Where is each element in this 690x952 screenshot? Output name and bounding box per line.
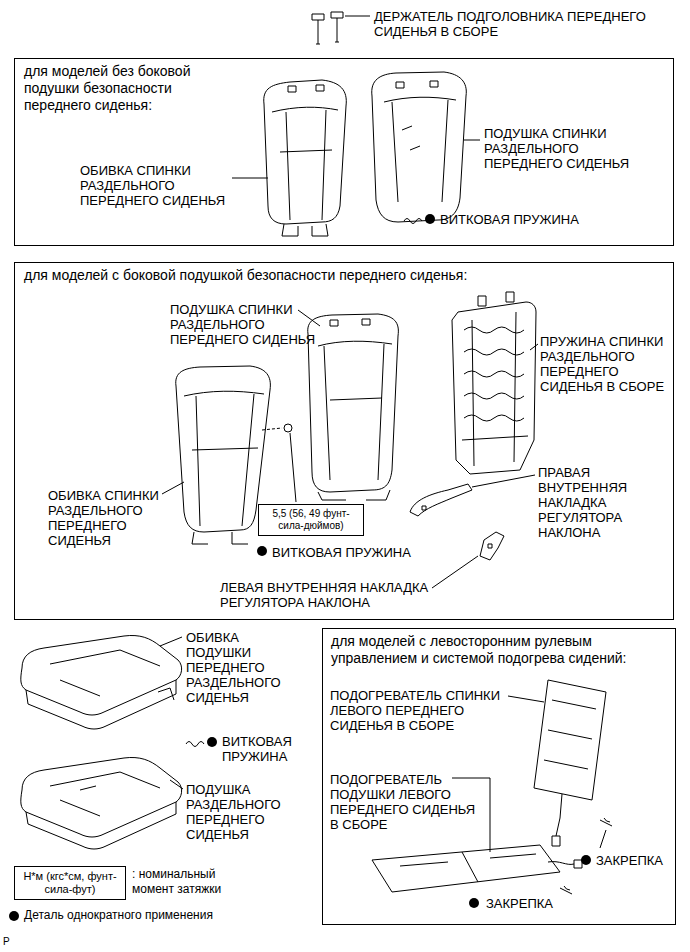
part-name: ПОДУШКА СПИНКИ РАЗДЕЛЬНОГО ПЕРЕДНЕГО СИД… xyxy=(484,126,644,171)
part-name: ПОДОГРЕВАТЕЛЬ ПОДУШКИ ЛЕВОГО ПЕРЕДНЕГО С… xyxy=(330,772,483,832)
single-use-dot xyxy=(207,737,217,747)
cushion-cover xyxy=(21,635,182,715)
legend-text: : номинальный момент затяжки xyxy=(132,867,244,897)
part-name: ОБИВКА СПИНКИ РАЗДЕЛЬНОГО ПЕРЕДНЕГО СИДЕ… xyxy=(48,488,178,548)
cushion-heater xyxy=(372,845,560,892)
leader-line xyxy=(232,178,268,179)
label-holder: ПОДОГРЕВАТЕЛЬ ПОДУШКИ ЛЕВОГО ПЕРЕДНЕГО С… xyxy=(330,772,483,832)
clip xyxy=(560,886,572,894)
part-name: ОБИВКА ПОДУШКИ ПЕРЕДНЕГО РАЗДЕЛЬНОГО СИД… xyxy=(186,630,291,705)
part-name: ВИТКОВАЯ ПРУЖИНА xyxy=(272,545,472,560)
dashed-line xyxy=(262,428,282,430)
part-name: ДЕРЖАТЕЛЬ ПОДГОЛОВНИКА ПЕРЕДНЕГО СИДЕНЬЯ… xyxy=(374,9,674,39)
torque-legend-box: Н*м (кгс*см, фунт-сила-фут) xyxy=(14,866,126,900)
leader-line xyxy=(464,140,480,141)
leader-line xyxy=(162,482,184,494)
cushion-pad xyxy=(21,757,182,837)
leader-line xyxy=(298,310,320,326)
single-use-dot xyxy=(425,214,435,224)
coil-spring xyxy=(284,424,292,432)
coil-spring xyxy=(404,219,422,224)
part-name: ПРАВАЯ ВНУТРЕННЯЯ НАКЛАДКА РЕГУЛЯТОРА НА… xyxy=(538,465,633,540)
recliner-cover-right xyxy=(410,484,472,516)
seatback-pad xyxy=(372,72,467,222)
seatback-spring-frame xyxy=(452,302,536,474)
single-use-dot xyxy=(469,898,479,908)
single-use-dot xyxy=(9,911,19,921)
single-use-dot xyxy=(257,546,267,556)
label-holder: ВИТКОВАЯ ПРУЖИНА xyxy=(272,545,472,560)
coil-spring xyxy=(186,742,204,747)
label-holder: ДЕРЖАТЕЛЬ ПОДГОЛОВНИКА ПЕРЕДНЕГО СИДЕНЬЯ… xyxy=(374,9,674,39)
torque-unit: Н*м (кгс*см, фунт-сила-фут) xyxy=(19,870,121,896)
leader-line xyxy=(160,637,182,646)
label-holder: ВИТКОВАЯ ПРУЖИНА xyxy=(222,734,302,764)
part-name: ВИТКОВАЯ ПРУЖИНА xyxy=(222,734,302,764)
legend-item: Деталь однократного применения xyxy=(24,908,324,923)
leader-line xyxy=(432,556,478,588)
part-name: ЗАКРЕПКА xyxy=(596,853,674,868)
part-name: ВИТКОВАЯ ПРУЖИНА xyxy=(440,212,640,227)
leader-line xyxy=(508,696,544,702)
part-name: ПРУЖИНА СПИНКИ РАЗДЕЛЬНОГО ПЕРЕДНЕГО СИД… xyxy=(540,334,678,394)
figure-code: P xyxy=(3,936,23,948)
label-holder: ПОДУШКА СПИНКИ РАЗДЕЛЬНОГО ПЕРЕДНЕГО СИД… xyxy=(170,302,330,347)
seatback-heater xyxy=(534,680,606,800)
panel-heading: для моделей с боковой подушкой безопасно… xyxy=(24,267,469,284)
label-holder: ОБИВКА СПИНКИ РАЗДЕЛЬНОГО ПЕРЕДНЕГО СИДЕ… xyxy=(48,488,178,548)
label-holder: P xyxy=(3,936,23,948)
seatback-pad-lines xyxy=(384,81,456,202)
seatback-pad-lines xyxy=(318,319,392,500)
condition-panel: для моделей с боковой подушкой безопасно… xyxy=(14,262,674,620)
leader-line xyxy=(600,830,606,848)
cushion-pad-lines xyxy=(26,772,176,849)
clip xyxy=(600,818,612,826)
part-name: ПОДОГРЕВАТЕЛЬ СПИНКИ ЛЕВОГО ПЕРЕДНЕГО СИ… xyxy=(330,688,515,733)
label-holder: ОБИВКА СПИНКИ РАЗДЕЛЬНОГО ПЕРЕДНЕГО СИДЕ… xyxy=(80,163,240,208)
leader-line xyxy=(170,780,183,789)
headrest-support xyxy=(312,14,324,44)
seatback-spring-frame-grid xyxy=(462,292,528,466)
cushion-cover-skirt xyxy=(26,650,176,729)
part-name: ОБИВКА СПИНКИ РАЗДЕЛЬНОГО ПЕРЕДНЕГО СИДЕ… xyxy=(80,163,240,208)
seatback-cover-seams xyxy=(272,85,338,220)
part-name: ПОДУШКА РАЗДЕЛЬНОГО ПЕРЕДНЕГО СИДЕНЬЯ xyxy=(186,782,291,842)
legend-text: Деталь однократного применения xyxy=(24,908,324,923)
leader-line xyxy=(472,475,535,487)
label-holder: ПРАВАЯ ВНУТРЕННЯЯ НАКЛАДКА РЕГУЛЯТОРА НА… xyxy=(538,465,633,540)
label-holder: ПРУЖИНА СПИНКИ РАЗДЕЛЬНОГО ПЕРЕДНЕГО СИД… xyxy=(540,334,678,394)
legend-item: : номинальный момент затяжки xyxy=(132,867,244,897)
part-name: ПОДУШКА СПИНКИ РАЗДЕЛЬНОГО ПЕРЕДНЕГО СИД… xyxy=(170,302,330,347)
part-name: ЛЕВАЯ ВНУТРЕННЯЯ НАКЛАДКА РЕГУЛЯТОРА НАК… xyxy=(220,580,445,610)
panel-heading: для моделей с левосторонним рулевым упра… xyxy=(331,633,663,667)
label-holder: ПОДУШКА РАЗДЕЛЬНОГО ПЕРЕДНЕГО СИДЕНЬЯ xyxy=(186,782,291,842)
seatback-cover-seams xyxy=(184,391,264,544)
seatback-heater-lines xyxy=(544,700,596,846)
torque-value: 5,5 (56, 49 фунт-сила-дюймов) xyxy=(262,508,360,532)
label-holder: ЗАКРЕПКА xyxy=(486,896,566,911)
torque-box: 5,5 (56, 49 фунт-сила-дюймов) xyxy=(258,504,364,536)
leader-line xyxy=(530,344,538,350)
label-holder: ЛЕВАЯ ВНУТРЕННЯЯ НАКЛАДКА РЕГУЛЯТОРА НАК… xyxy=(220,580,445,610)
headrest-support xyxy=(331,12,343,42)
recliner-cover-left xyxy=(480,532,504,560)
cushion-heater-lines xyxy=(400,852,582,882)
panel-heading: для моделей без боковой подушки безопасн… xyxy=(24,63,234,114)
part-name: ЗАКРЕПКА xyxy=(486,896,566,911)
label-holder: ОБИВКА ПОДУШКИ ПЕРЕДНЕГО РАЗДЕЛЬНОГО СИД… xyxy=(186,630,291,705)
leader-line xyxy=(290,433,296,502)
label-holder: ПОДУШКА СПИНКИ РАЗДЕЛЬНОГО ПЕРЕДНЕГО СИД… xyxy=(484,126,644,171)
leader-line xyxy=(345,16,370,17)
seatback-cover-hooks xyxy=(282,224,328,236)
label-holder: ВИТКОВАЯ ПРУЖИНА xyxy=(440,212,640,227)
label-holder: ПОДОГРЕВАТЕЛЬ СПИНКИ ЛЕВОГО ПЕРЕДНЕГО СИ… xyxy=(330,688,515,733)
label-holder: ЗАКРЕПКА xyxy=(596,853,674,868)
seatback-cover xyxy=(264,80,347,224)
